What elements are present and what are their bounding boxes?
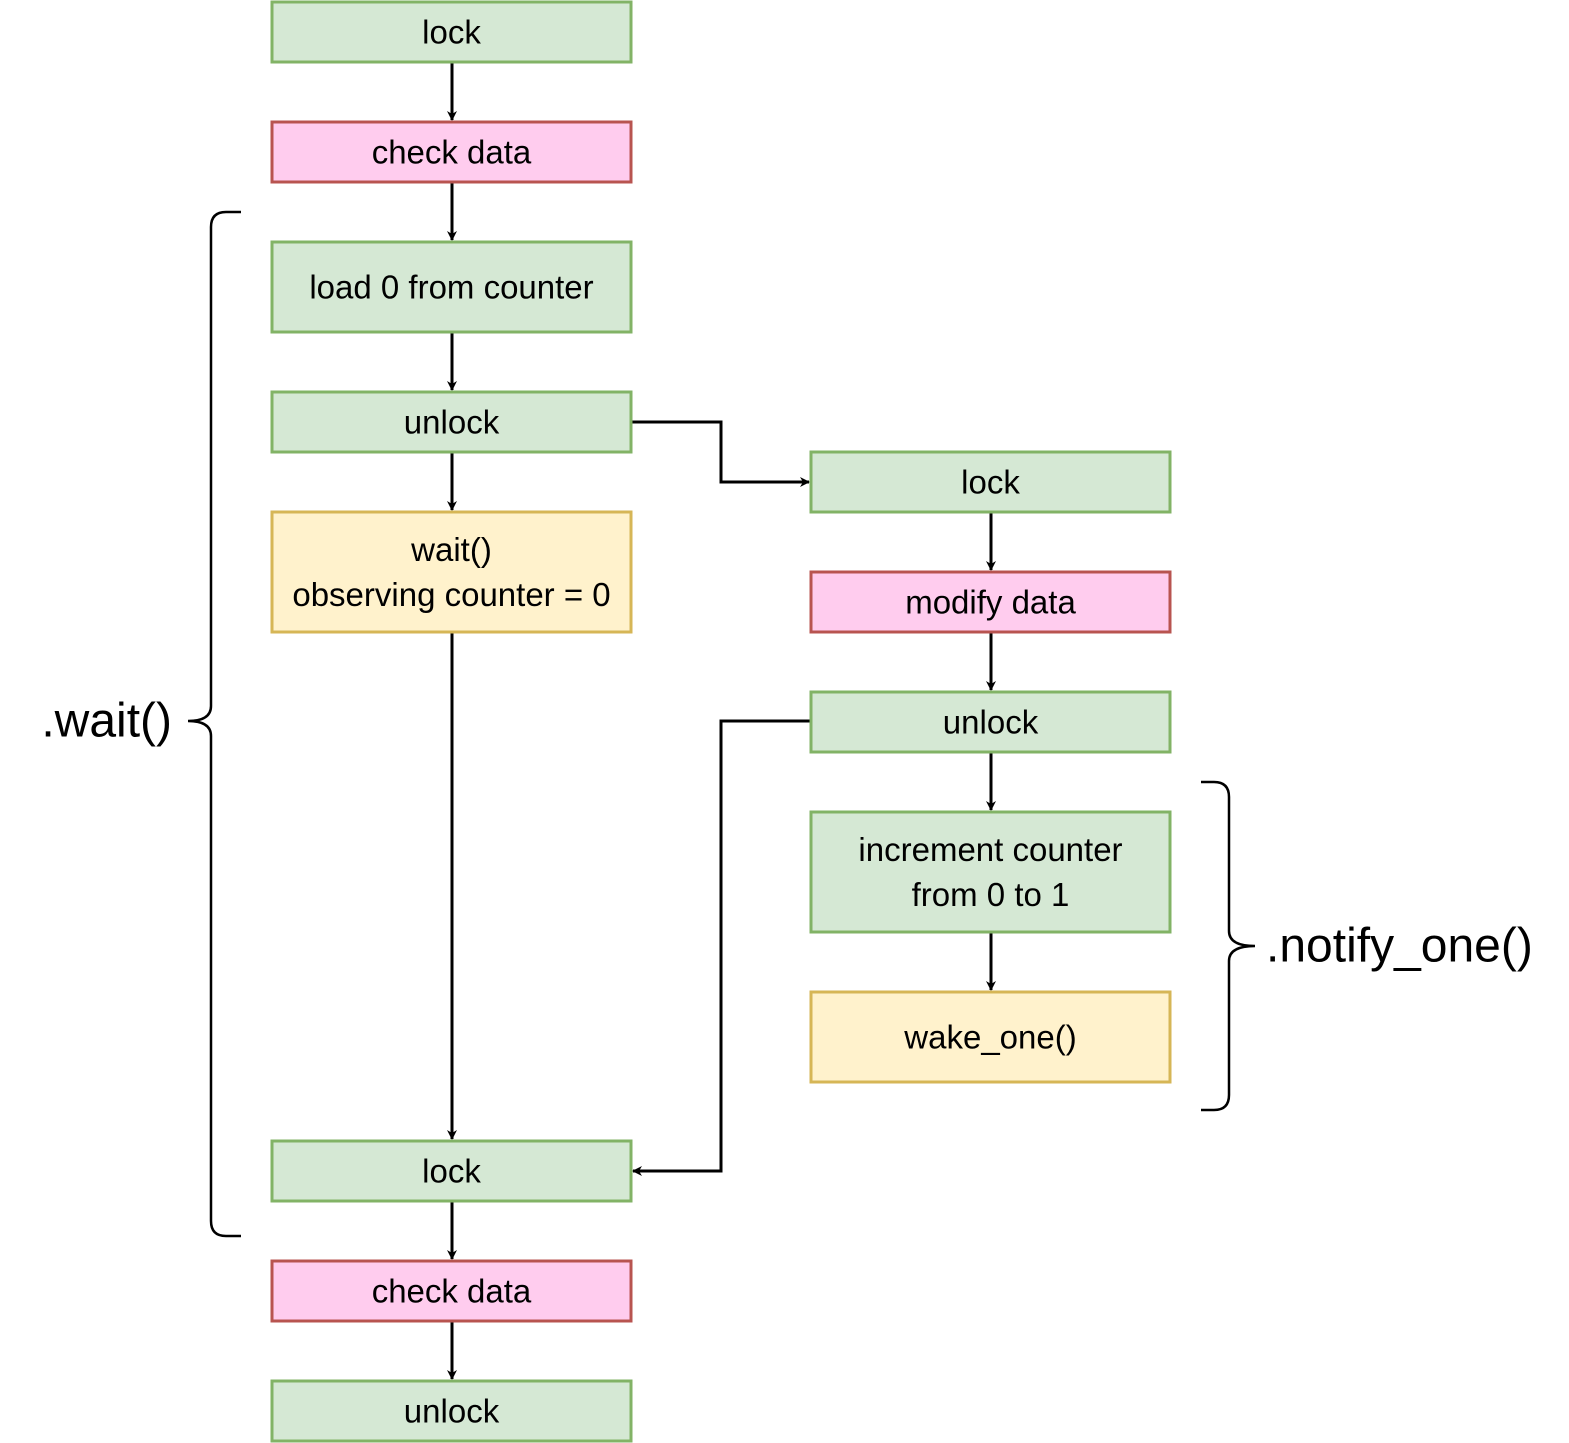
node-increment-label: from 0 to 1 [912, 876, 1070, 913]
node-unlock3-label: unlock [404, 1393, 500, 1430]
node-check2: check data [270, 1259, 633, 1323]
node-load-box [270, 240, 633, 334]
node-lock2-label: lock [961, 464, 1020, 501]
notify-brace [1201, 780, 1256, 1112]
node-unlock2: unlock [809, 690, 1172, 754]
node-unlock1-box [270, 390, 633, 454]
node-lock1: lock [270, 0, 633, 64]
braces-layer: .wait() .notify_one() [41, 210, 1533, 1238]
node-increment: increment counter from 0 to 1 [809, 810, 1172, 934]
node-modify: modify data [809, 570, 1172, 634]
wait-brace-label: .wait() [41, 695, 172, 748]
notify-brace-label: .notify_one() [1266, 920, 1533, 973]
node-unlock1: unlock [270, 390, 633, 454]
node-lock1-label: lock [422, 14, 481, 51]
edges-layer [447, 62, 996, 1380]
node-increment-box [809, 810, 1172, 934]
node-unlock2-label: unlock [943, 704, 1039, 741]
node-load-label: load 0 from counter [309, 269, 593, 306]
node-modify-box [809, 570, 1172, 634]
node-check1-label: check data [372, 134, 532, 171]
node-increment-label: increment counter [858, 831, 1122, 868]
node-check1: check data [270, 120, 633, 184]
node-lock1-box [270, 0, 633, 64]
node-unlock1-label: unlock [404, 404, 500, 441]
node-wait: wait() observing counter = 0 [270, 510, 633, 634]
node-lock3: lock [270, 1139, 633, 1203]
node-wake-box [809, 990, 1172, 1084]
nodes-layer: lock check data load 0 from counter unlock w… [270, 0, 1172, 1443]
node-wake-label: wake_one() [903, 1019, 1076, 1056]
node-unlock3-box [270, 1379, 633, 1443]
edge-unlock2-to-lock3 [632, 719, 811, 1176]
node-load: load 0 from counter [270, 240, 633, 334]
node-lock2-box [809, 450, 1172, 514]
node-lock3-box [270, 1139, 633, 1203]
node-modify-label: modify data [905, 584, 1076, 621]
node-wake: wake_one() [809, 990, 1172, 1084]
node-check2-box [270, 1259, 633, 1323]
node-wait-label: wait() [410, 531, 492, 568]
node-check1-box [270, 120, 633, 184]
node-wait-box [270, 510, 633, 634]
node-wait-label: observing counter = 0 [292, 576, 610, 613]
node-unlock3: unlock [270, 1379, 633, 1443]
node-lock3-label: lock [422, 1153, 481, 1190]
node-unlock2-box [809, 690, 1172, 754]
node-check2-label: check data [372, 1273, 532, 1310]
node-lock2: lock [809, 450, 1172, 514]
wait-brace [187, 210, 241, 1238]
edge-unlock1-to-lock2 [631, 420, 810, 487]
